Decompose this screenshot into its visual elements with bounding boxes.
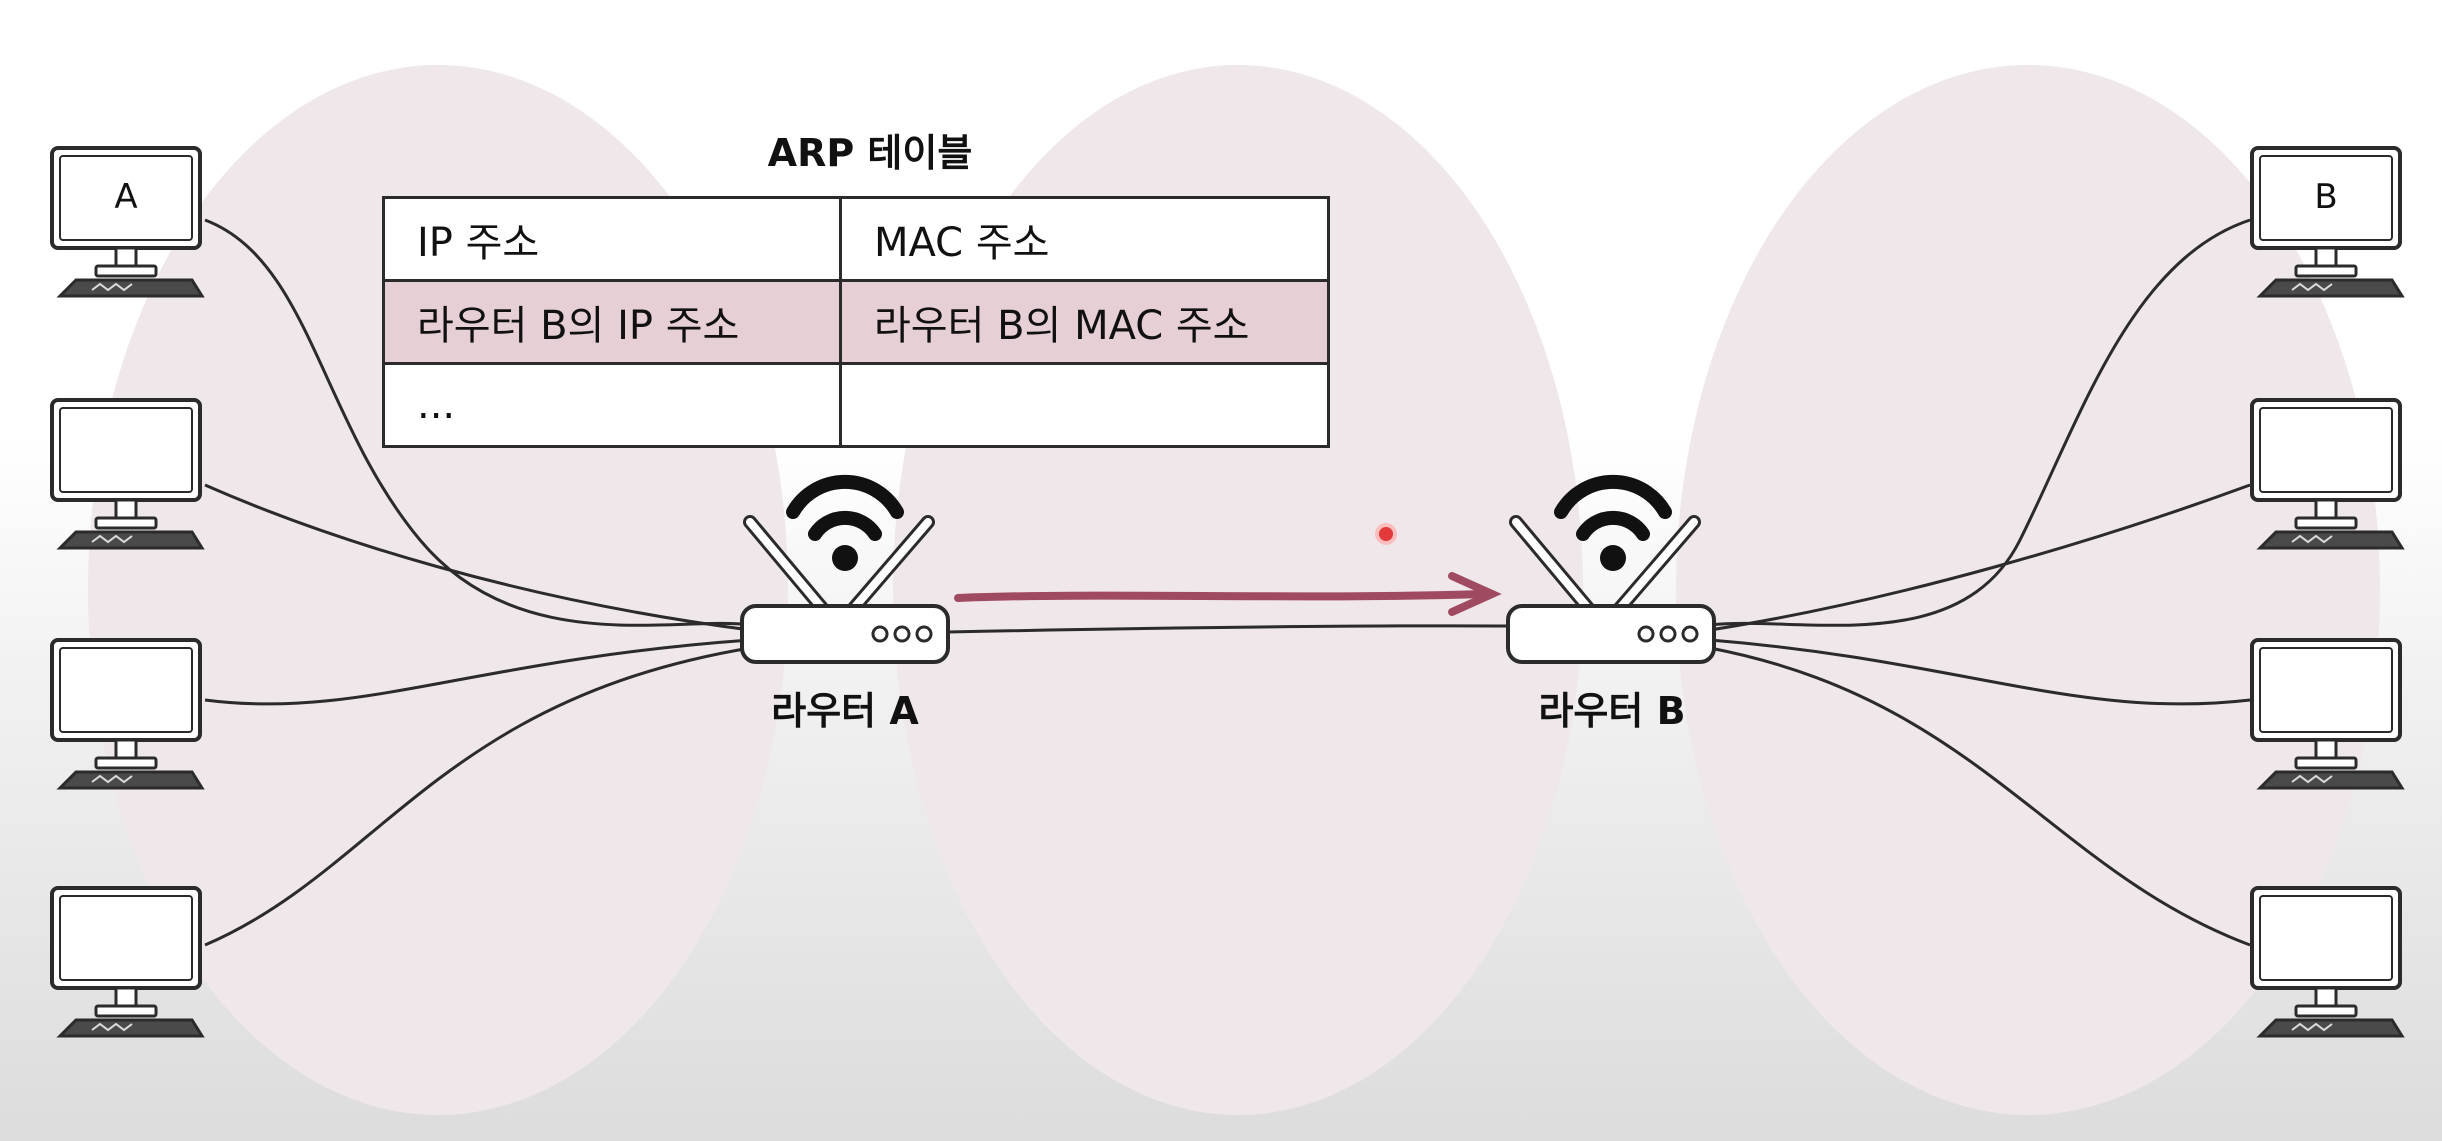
- wifi-signal-icon: [793, 482, 897, 571]
- cables-left: [204, 218, 751, 947]
- arp-table-title: ARP 테이블: [767, 131, 973, 175]
- cables-right: [1709, 218, 2251, 947]
- table-header-row: IP 주소 MAC 주소: [382, 196, 1330, 282]
- desktop-computer-icon: [50, 886, 204, 1038]
- router-a-label: 라우터 A: [771, 689, 919, 733]
- table-cell-mac: 라우터 B의 MAC 주소: [839, 279, 1330, 365]
- router-b-label: 라우터 B: [1538, 689, 1686, 733]
- arrow-icon: [954, 572, 1502, 616]
- table-cell-mac: [839, 362, 1330, 448]
- pointer-dot: [1375, 523, 1397, 545]
- table-cell-ip: 라우터 B의 IP 주소: [382, 279, 842, 365]
- table-row: ...: [382, 362, 1330, 448]
- desktop-computer-icon: [2250, 886, 2404, 1038]
- network-region-right: [1676, 65, 2380, 1115]
- table-row: 라우터 B의 IP 주소 라우터 B의 MAC 주소: [382, 279, 1330, 365]
- host-a-label: A: [114, 177, 137, 217]
- mac-column-header: MAC 주소: [839, 196, 1330, 282]
- ip-column-header: IP 주소: [382, 196, 842, 282]
- router-link: [947, 624, 1513, 634]
- host-b-label: B: [2314, 177, 2337, 217]
- arp-table: IP 주소 MAC 주소 라우터 B의 IP 주소 라우터 B의 MAC 주소 …: [382, 196, 1330, 448]
- table-cell-ip: ...: [382, 362, 842, 448]
